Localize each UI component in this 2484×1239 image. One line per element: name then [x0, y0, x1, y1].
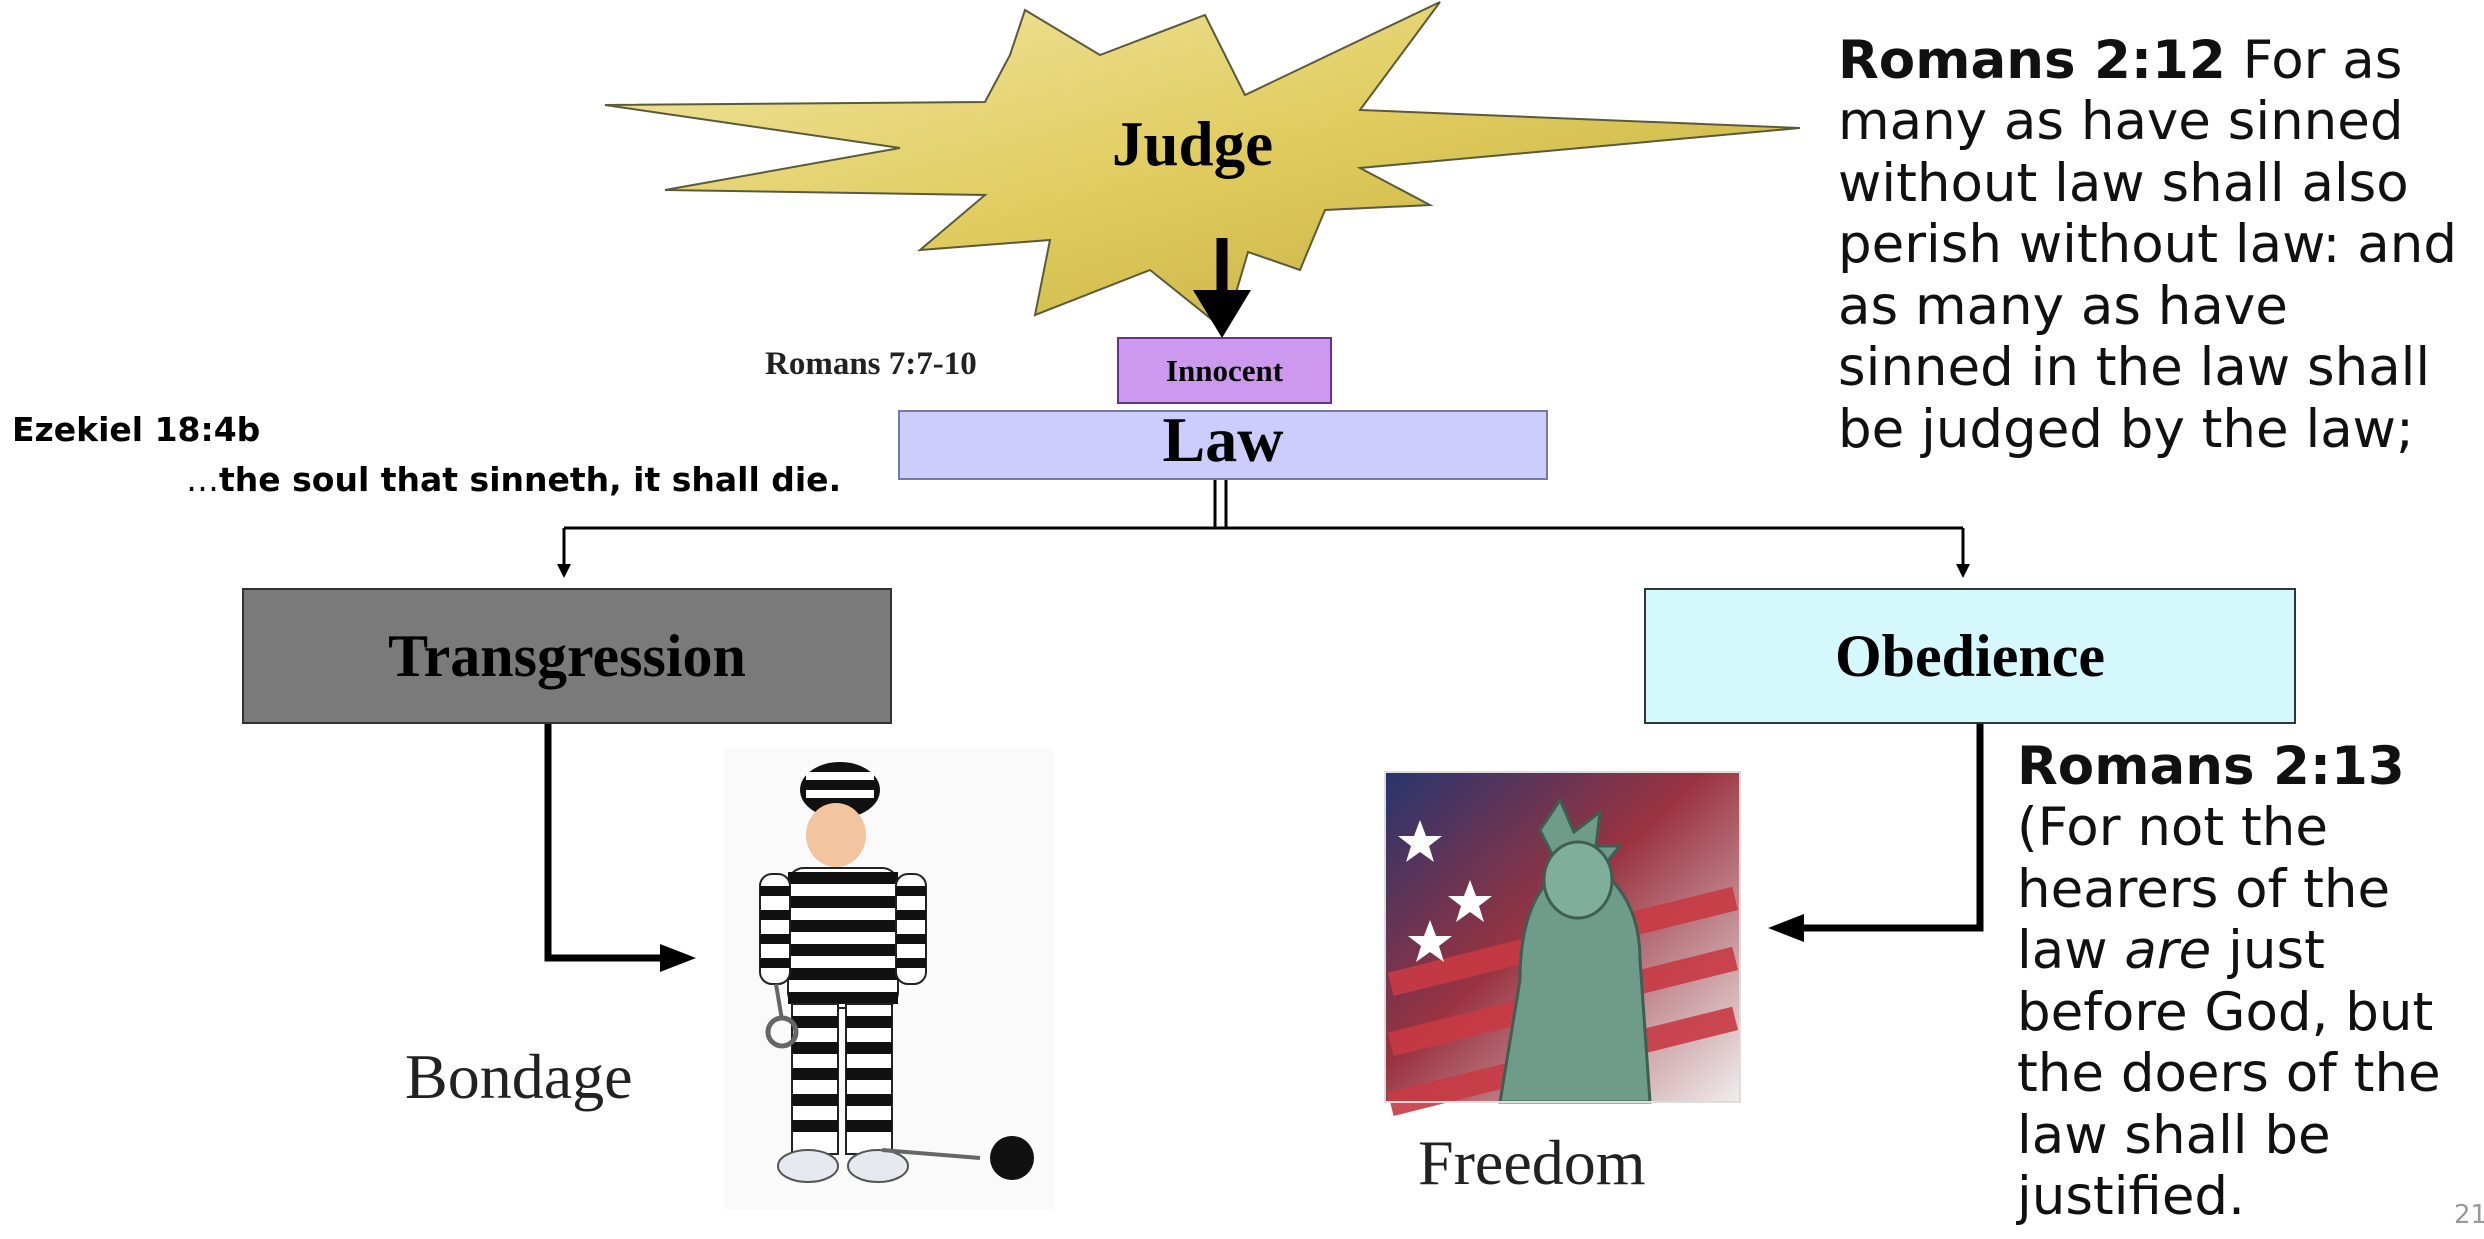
obedience-to-freedom-arrowhead: [1768, 914, 1804, 942]
bondage-label: Bondage: [405, 1041, 633, 1112]
ezekiel-ellipsis: …: [186, 460, 219, 499]
ezekiel-quote-text: the soul that sinneth, it shall die.: [219, 460, 842, 499]
statue-of-liberty-flag-picture: [1384, 771, 1741, 1116]
ezekiel-quote: …the soul that sinneth, it shall die.: [186, 460, 841, 499]
transgression-to-bondage-arrow: [544, 722, 664, 962]
romans-2-13-text-after: just before God, but the doers of the la…: [2017, 920, 2441, 1228]
boy-prisoner-picture: [724, 748, 1054, 1210]
judge-arrow-head: [1193, 290, 1251, 338]
judge-label: Judge: [1112, 109, 1274, 179]
law-box: Law: [898, 408, 1548, 480]
romans-2-13-text-before: (For not the hearers of the law: [2017, 797, 2391, 982]
romans-2-12-reference: Romans 2:12: [1838, 30, 2226, 91]
transgression-box: Transgression: [242, 588, 892, 724]
innocent-box: Innocent: [1117, 337, 1332, 404]
ezekiel-reference: Ezekiel 18:4b: [12, 410, 261, 449]
romans-2-13-reference: Romans 2:13: [2017, 736, 2405, 797]
branch-right-arrowhead: [1956, 564, 1970, 578]
obedience-box: Obedience: [1644, 588, 2296, 724]
romans-2-13-passage: Romans 2:13 (For not the hearers of the …: [2017, 736, 2484, 1228]
freedom-label: Freedom: [1418, 1127, 1646, 1198]
obedience-to-freedom-arrow: [1800, 722, 1984, 932]
romans-2-12-text: For as many as have sinned without law s…: [1838, 30, 2457, 460]
romans-2-13-text-italic: are: [2124, 920, 2212, 982]
slide-number: 21: [2454, 1200, 2484, 1230]
transgression-to-bondage-arrowhead: [660, 944, 696, 972]
branch-left-arrowhead: [557, 564, 571, 578]
romans-2-12-passage: Romans 2:12 For as many as have sinned w…: [1838, 30, 2478, 460]
romans-7-reference: Romans 7:7-10: [765, 346, 977, 382]
